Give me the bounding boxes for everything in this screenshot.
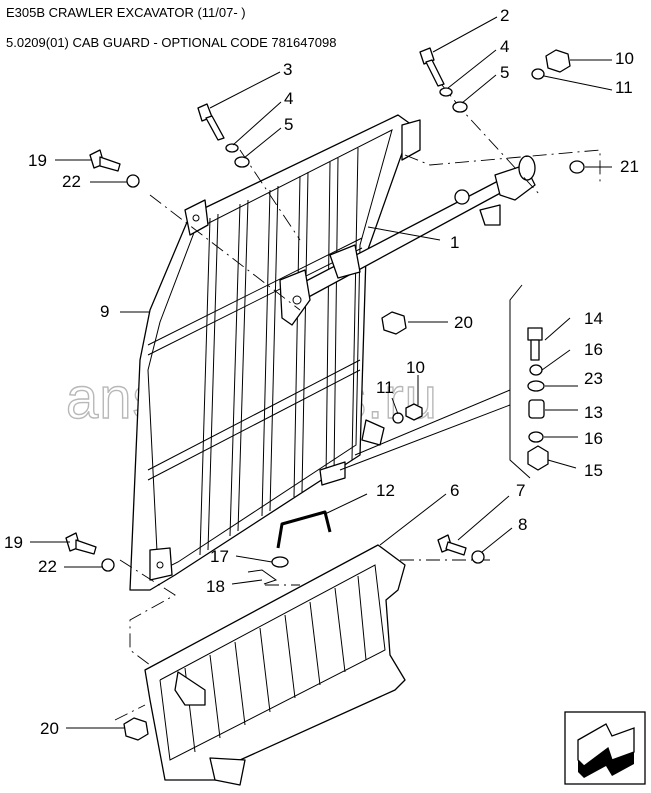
callout-17: 17 bbox=[210, 547, 229, 566]
callout-11-top: 11 bbox=[615, 78, 633, 97]
bolt-part-19-bottom bbox=[65, 532, 97, 555]
bolt-part-7 bbox=[437, 534, 467, 556]
callout-23: 23 bbox=[584, 369, 603, 388]
callout-20-bottom: 20 bbox=[40, 719, 59, 738]
callout-19-top: 19 bbox=[28, 151, 47, 170]
nut-part-20-bottom bbox=[123, 717, 149, 741]
lock-washer-part-4-right bbox=[439, 87, 453, 97]
callout-5-left: 5 bbox=[284, 115, 293, 134]
diagram-model-title: E305B CRAWLER EXCAVATOR (11/07- ) bbox=[6, 5, 246, 20]
nut-part-20-top bbox=[381, 311, 407, 335]
callout-2: 2 bbox=[500, 6, 509, 25]
lock-washer-part-4-left bbox=[225, 143, 239, 153]
washer-part-17 bbox=[271, 556, 289, 568]
nut-part-10-top bbox=[545, 49, 571, 73]
upper-cab-guard-frame bbox=[129, 114, 421, 591]
cotter-pin-part-18 bbox=[247, 569, 278, 585]
callout-20-top: 20 bbox=[454, 313, 473, 332]
callout-8: 8 bbox=[518, 515, 527, 534]
bolt-part-19-top bbox=[89, 149, 121, 172]
next-page-arrow-icon[interactable] bbox=[564, 711, 646, 785]
washer-part-8 bbox=[471, 550, 485, 564]
detail-bracket bbox=[509, 284, 531, 479]
bolt-part-3 bbox=[197, 103, 225, 141]
callout-22-bottom: 22 bbox=[38, 557, 57, 576]
callout-16-top: 16 bbox=[584, 340, 603, 359]
callout-7: 7 bbox=[516, 481, 525, 500]
nut-part-10-mid bbox=[405, 403, 423, 421]
callout-15: 15 bbox=[584, 461, 603, 480]
washer-part-11-top bbox=[531, 68, 545, 80]
washer-part-23 bbox=[527, 380, 545, 392]
callout-16-bottom: 16 bbox=[584, 429, 603, 448]
callout-labels: 2 3 4 4 5 5 10 11 21 19 22 1 9 20 14 16 … bbox=[4, 6, 639, 738]
bolt-part-14 bbox=[527, 327, 543, 361]
washer-part-22-top bbox=[126, 174, 140, 188]
washer-part-16-bottom bbox=[528, 431, 544, 443]
detail-leader-line-2 bbox=[339, 404, 511, 471]
callout-1: 1 bbox=[450, 233, 459, 252]
callout-12: 12 bbox=[376, 481, 395, 500]
u-handle-part-12 bbox=[276, 510, 332, 549]
callout-4-right: 4 bbox=[500, 37, 509, 56]
callout-3: 3 bbox=[283, 60, 292, 79]
callout-11-mid: 11 bbox=[376, 378, 394, 397]
callout-21: 21 bbox=[620, 157, 639, 176]
callout-18: 18 bbox=[206, 577, 225, 596]
detail-leader-line bbox=[354, 389, 511, 456]
nut-part-15 bbox=[527, 445, 549, 471]
callout-22-top: 22 bbox=[62, 172, 81, 191]
callout-13: 13 bbox=[584, 403, 603, 422]
stay-bar-part-1 bbox=[279, 155, 536, 326]
spacer-part-13 bbox=[528, 399, 545, 419]
lock-washer-part-16-top bbox=[529, 364, 543, 376]
washer-part-11-mid bbox=[392, 412, 404, 424]
callout-leader-lines bbox=[30, 16, 613, 729]
washer-part-21 bbox=[569, 160, 585, 174]
washer-part-22-bottom bbox=[101, 558, 115, 572]
washer-part-5-right bbox=[452, 101, 468, 113]
callout-14: 14 bbox=[584, 309, 603, 328]
bolt-part-2 bbox=[419, 47, 445, 87]
diagram-section-title: 5.0209(01) CAB GUARD - OPTIONAL CODE 781… bbox=[6, 35, 337, 50]
callout-9: 9 bbox=[100, 302, 109, 321]
washer-part-5-left bbox=[234, 156, 250, 168]
callout-10-mid: 10 bbox=[406, 358, 425, 377]
callout-10-top: 10 bbox=[615, 49, 634, 68]
callout-19-bottom: 19 bbox=[4, 533, 23, 552]
callout-6: 6 bbox=[450, 481, 459, 500]
callout-4-left: 4 bbox=[284, 89, 293, 108]
callout-5-right: 5 bbox=[500, 63, 509, 82]
lower-cab-guard-frame bbox=[144, 544, 406, 786]
